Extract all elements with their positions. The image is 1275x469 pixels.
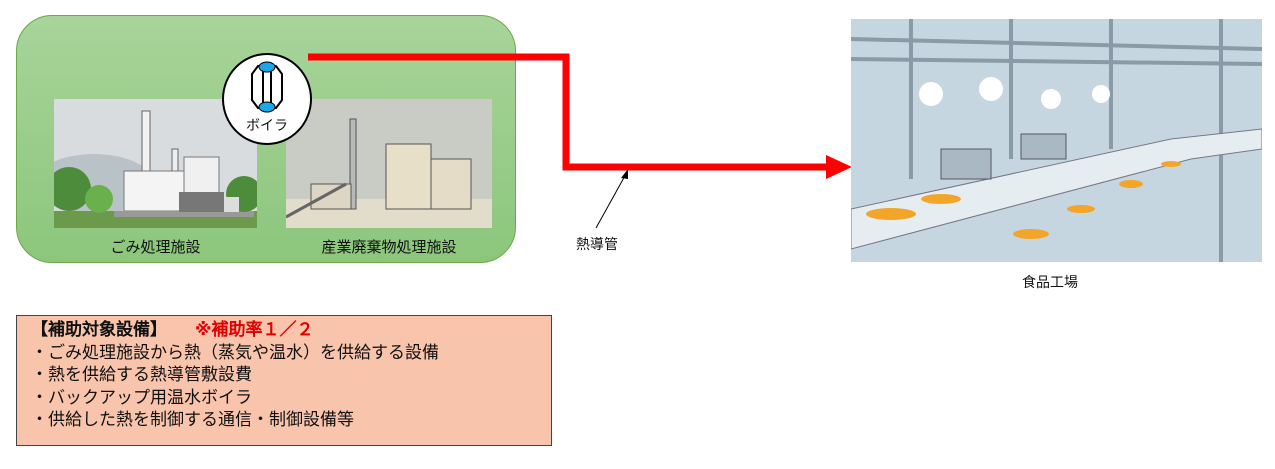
subsidy-heading: 【補助対象設備】 [31,320,167,340]
subsidy-item: ・バックアップ用温水ボイラ [31,387,252,408]
subsidy-item: ・ごみ処理施設から熱（蒸気や温水）を供給する設備 [31,342,439,363]
boiler-label: ボイラ [246,118,288,134]
food-factory-label: 食品工場 [1022,275,1078,291]
facility-label-waste: ごみ処理施設 [110,238,201,256]
waste-incineration-plant-image [54,99,257,228]
boiler-symbol: ボイラ [222,53,312,145]
food-factory-image [851,19,1262,262]
industrial-waste-plant-image [286,99,492,228]
label-pointer-arrowhead [621,169,628,179]
subsidy-rate: ※補助率１／２ [195,320,314,340]
subsidy-info-box: 【補助対象設備】 ※補助率１／２ ・ごみ処理施設から熱（蒸気や温水）を供給する設備… [16,315,552,446]
subsidy-item: ・供給した熱を制御する通信・制御設備等 [31,410,354,430]
heat-pipe-arrowhead [826,155,852,179]
heat-pipe-label: 熱導管 [576,237,618,253]
boiler-icon [251,61,283,113]
subsidy-item: ・熱を供給する熱導管敷設費 [31,365,252,385]
facility-label-industrial: 産業廃棄物処理施設 [321,238,457,256]
heat-pipe-line [308,53,830,171]
label-pointer-line [595,173,627,229]
